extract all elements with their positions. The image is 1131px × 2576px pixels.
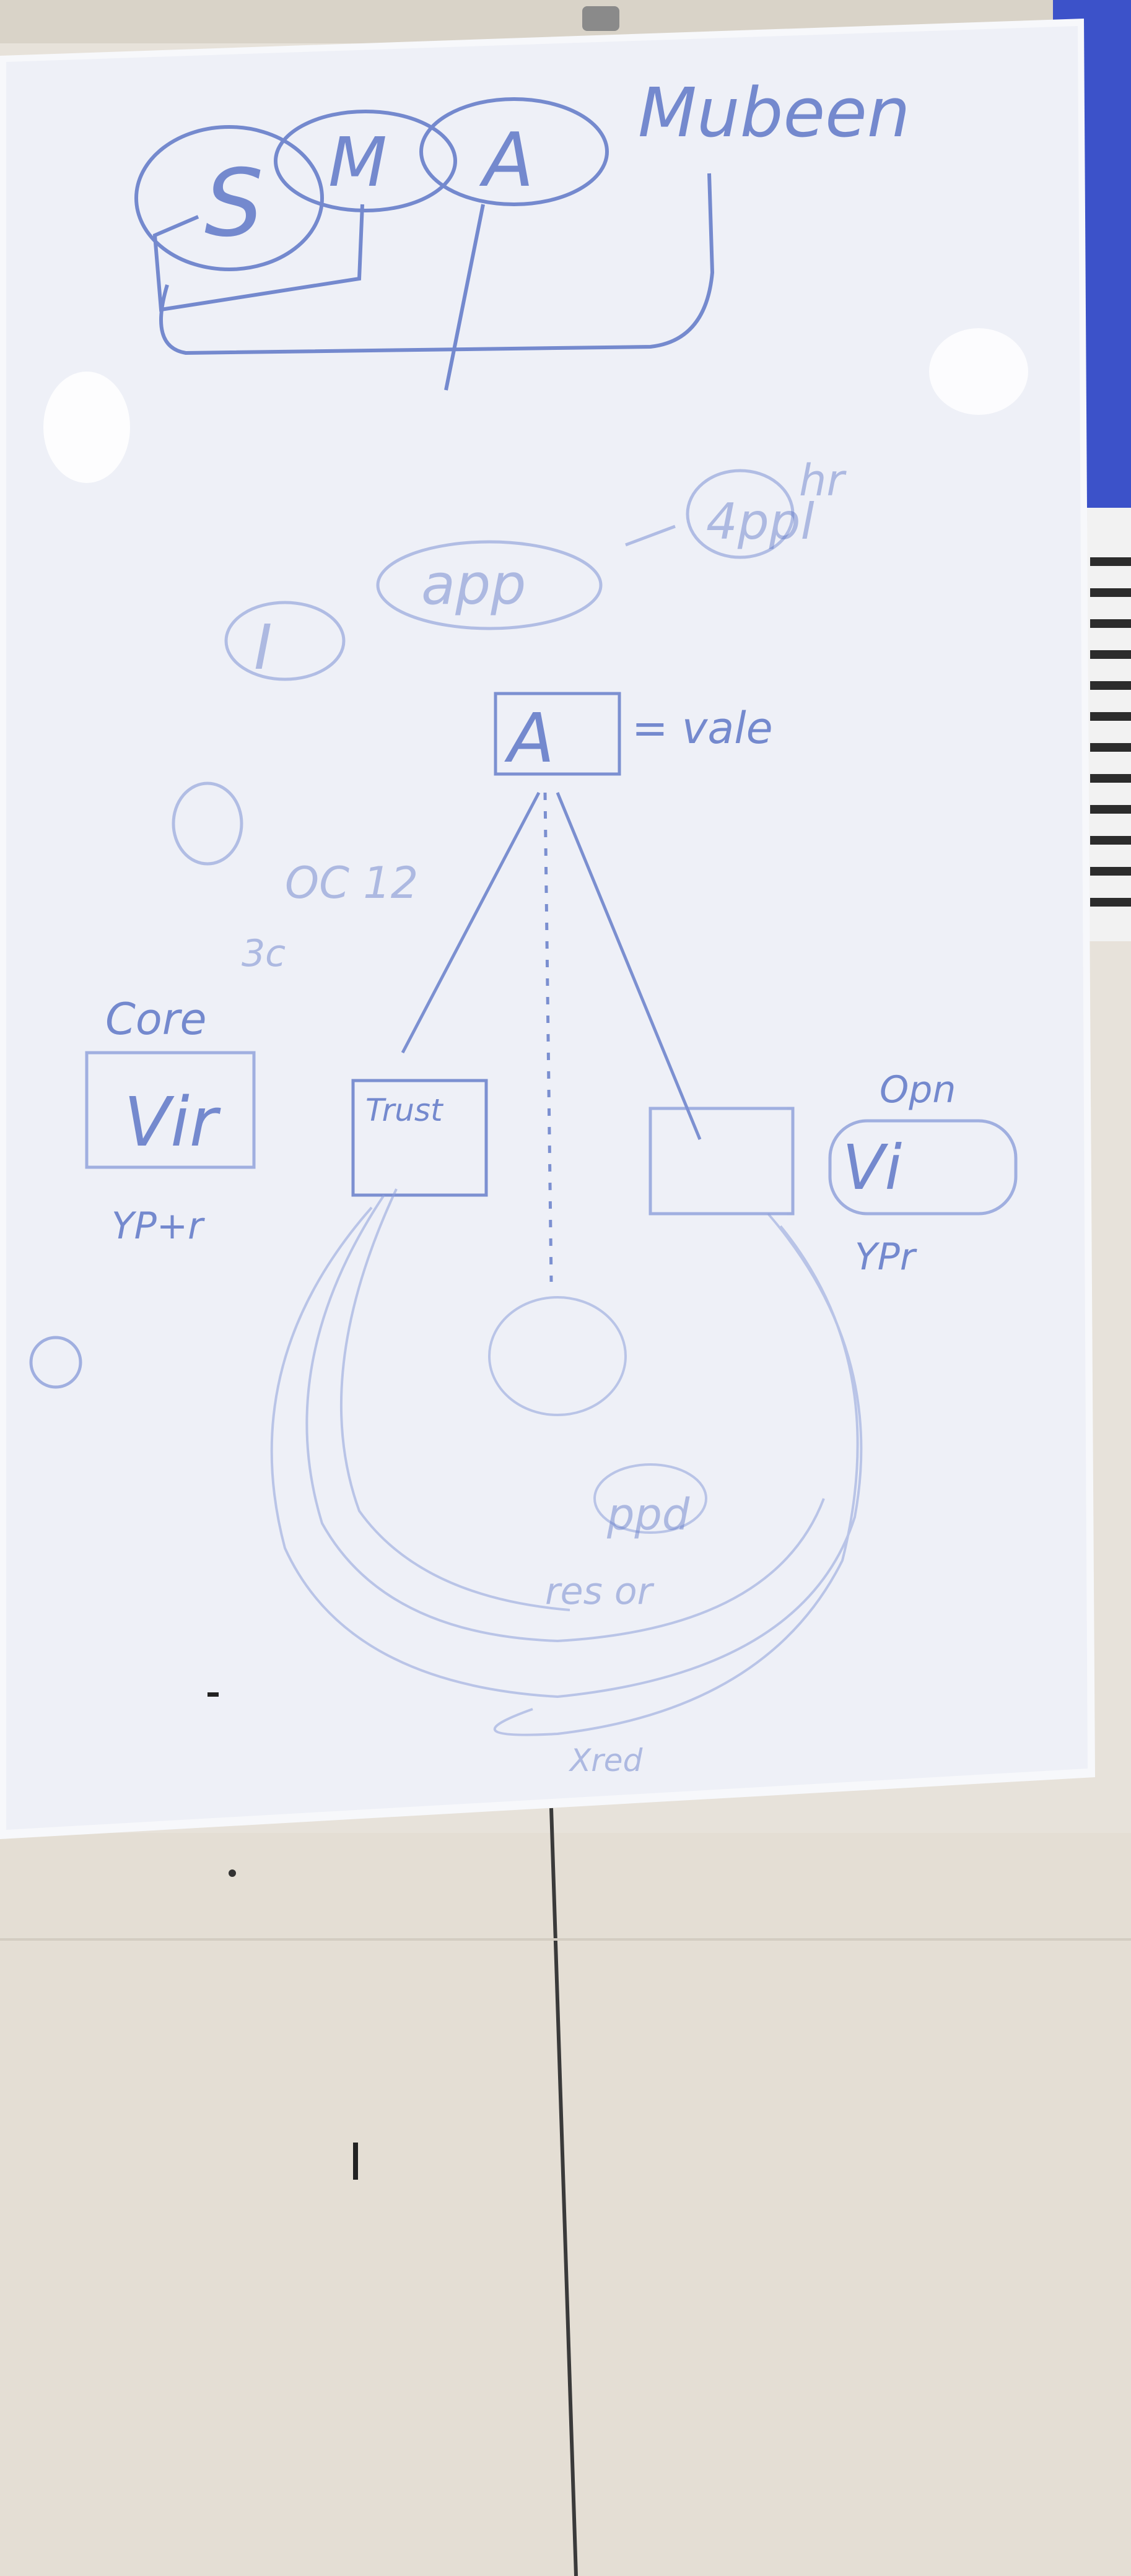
letter-s: S — [204, 150, 263, 258]
uppl-label: 4ppl — [706, 493, 814, 550]
letter-a: A — [479, 118, 534, 204]
bottom-xred-label: Xred — [568, 1743, 643, 1778]
lower-loop-sketch — [270, 1188, 863, 1736]
app-label: app — [421, 552, 526, 617]
small-3c-label: 3c — [242, 932, 286, 975]
ip-label: I — [254, 611, 273, 684]
right-box-word: Vi — [842, 1131, 902, 1204]
right-opn-label: Opn — [880, 1068, 956, 1112]
left-inner-box — [351, 1079, 488, 1197]
oc-label: OC 12 — [285, 858, 418, 908]
letter-a-central: A — [504, 698, 554, 778]
bottom-ppd-label: ppd — [606, 1489, 690, 1540]
left-inner-text: Trust — [365, 1092, 444, 1128]
right-box — [648, 1107, 1018, 1216]
bottom-res-label: res or — [545, 1570, 655, 1613]
mubeen-label: Mubeen — [638, 73, 910, 152]
lower-wall-panels — [0, 1808, 1131, 2576]
right-box-bottom: YPr — [855, 1235, 917, 1279]
equal-label: = vale — [632, 703, 773, 754]
hr-label: hr — [799, 455, 847, 506]
central-box — [401, 692, 702, 1282]
letter-m: M — [328, 123, 387, 202]
left-box — [29, 1051, 256, 1389]
middle-upper-sketch — [172, 469, 795, 866]
top-bubbles-sketch — [134, 97, 715, 391]
left-box-word: Vir — [124, 1082, 221, 1162]
board-mark — [207, 1692, 219, 1697]
left-core-label: Core — [105, 994, 207, 1045]
left-box-bottom: YP+r — [111, 1204, 205, 1248]
